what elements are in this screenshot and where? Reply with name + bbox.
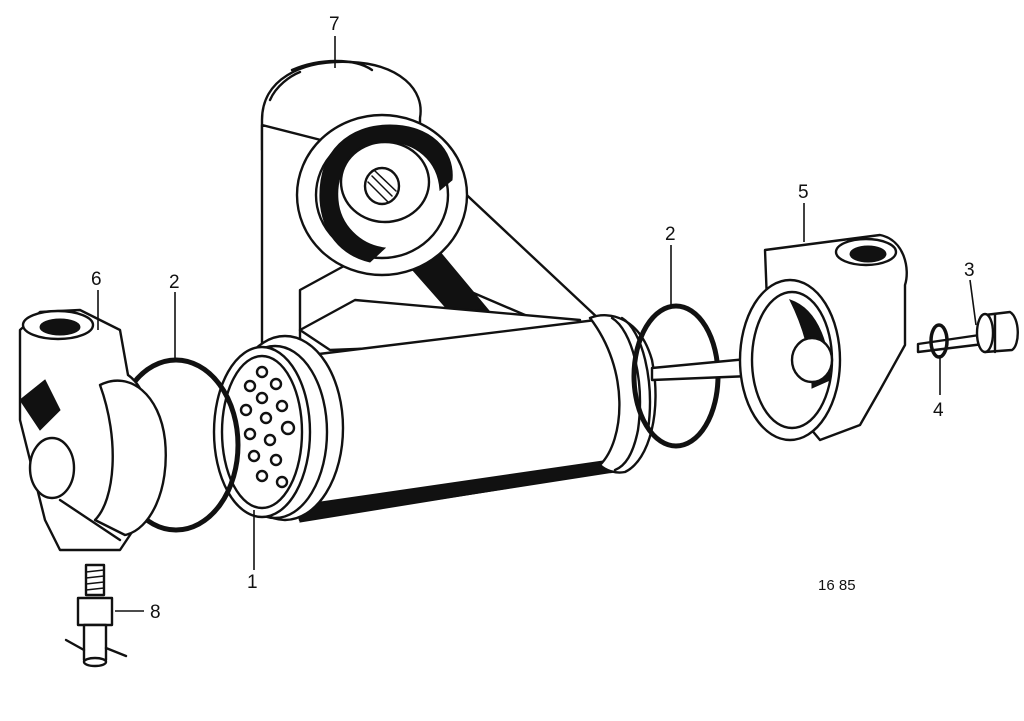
mounting-bracket: [260, 59, 602, 362]
callout-labels: 7 6 2 1 2 5 3 4 8 16 85: [91, 14, 975, 623]
figure-number: 16 85: [818, 577, 856, 594]
callout-6: 6: [91, 269, 102, 290]
drain-cock: [64, 563, 128, 668]
callout-8: 8: [150, 602, 161, 623]
end-cover-right: [738, 233, 908, 442]
callout-4: 4: [933, 400, 944, 421]
callout-7: 7: [329, 14, 340, 35]
leader-lines: [97, 36, 977, 612]
bolt: [975, 310, 1019, 354]
filter-holes: [239, 365, 296, 489]
end-cover-left: [18, 308, 167, 552]
washer: [929, 323, 949, 359]
callout-5: 5: [798, 182, 809, 203]
callout-1: 1: [247, 572, 258, 593]
callout-2-right: 2: [665, 224, 676, 245]
callout-3: 3: [964, 260, 975, 281]
callout-2-left: 2: [169, 272, 180, 293]
filter-element: [212, 345, 312, 519]
